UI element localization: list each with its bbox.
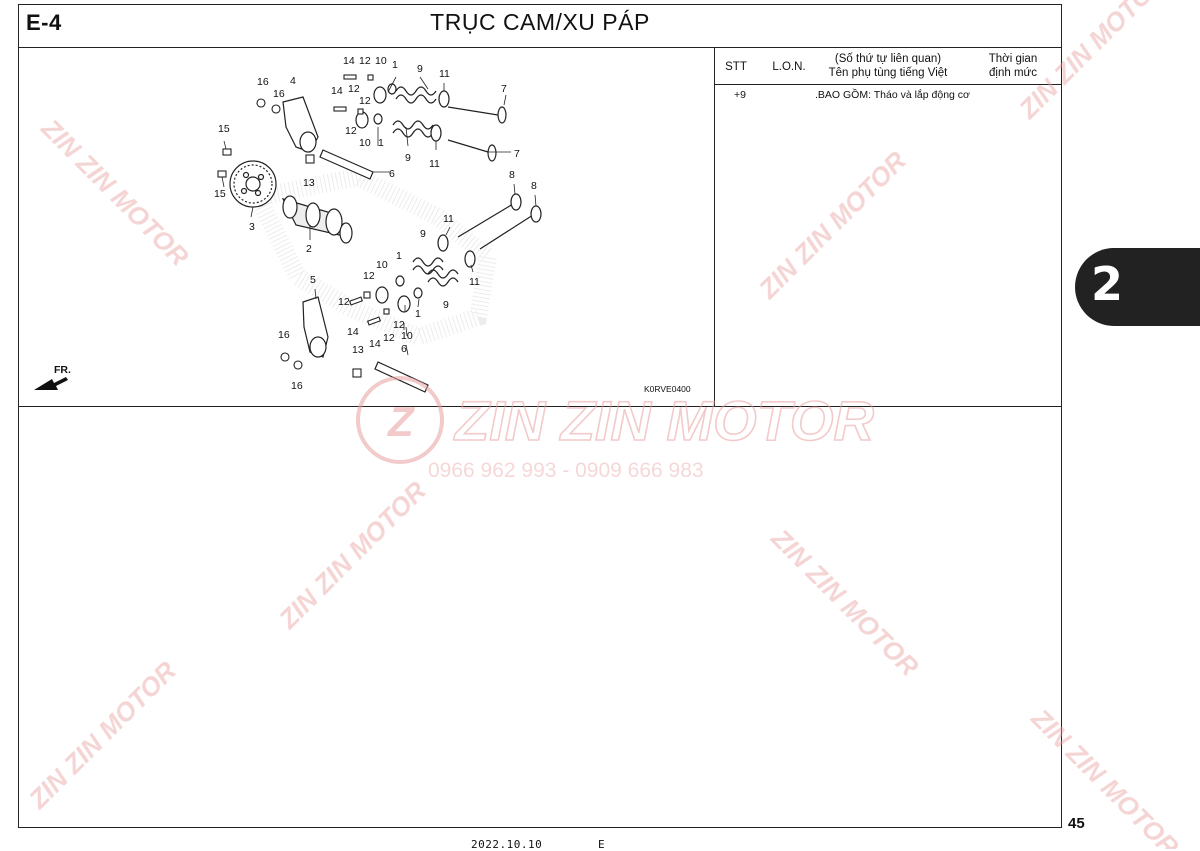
column-header-time-line2: định mức [989,67,1037,79]
callout-16: 16 [291,380,303,392]
chapter-tab-label: 2 [1091,257,1124,311]
column-header-lon: L.O.N. [772,61,806,73]
callout-10: 10 [401,330,413,342]
valves [447,106,542,250]
leader-lines [221,76,537,356]
rocker-arm-upper [282,96,319,153]
callout-12: 12 [338,296,350,308]
callout-9: 9 [405,152,411,164]
callout-numbers: 14 12 10 1 9 11 7 16 4 16 14 12 12 12 10… [214,55,691,394]
figure-code: K0RVE0400 [644,384,691,394]
bolts-nuts [217,74,390,378]
callout-12: 12 [359,55,371,67]
callout-1: 1 [378,137,384,149]
column-header-ref-line1: (Số thứ tự liên quan) [834,53,942,65]
exploded-view-drawing: FR. 14 12 10 1 9 11 7 16 4 16 14 12 12 1… [34,55,691,394]
callout-14: 14 [347,326,359,338]
parts-diagram: FR. 14 12 10 1 9 11 7 16 4 16 14 12 12 1… [18,47,715,407]
callout-5: 5 [310,274,316,286]
rocker-arm-lower [302,296,329,358]
callout-12: 12 [359,95,371,107]
front-marker-label: FR. [54,364,71,376]
callout-7: 7 [514,148,520,160]
retainers-seals [355,83,476,313]
callout-12: 12 [363,270,375,282]
callout-1: 1 [392,59,398,71]
camshaft [281,195,353,244]
diagram-table-divider [714,47,715,407]
callout-12: 12 [383,332,395,344]
front-direction-arrow: FR. [34,364,71,390]
page-number: 45 [1068,815,1085,832]
callout-11: 11 [469,276,480,288]
footer-letter: E [598,838,605,851]
callout-16: 16 [273,88,285,100]
callout-11: 11 [443,213,454,225]
cam-sprocket [229,160,277,208]
callout-14: 14 [343,55,355,67]
row-name: .BAO GỒM: Tháo và lắp động cơ [815,89,970,101]
section-code: E-4 [26,10,62,35]
callout-13: 13 [303,177,315,189]
page-title: TRỤC CAM/XU PÁP [430,9,650,35]
callout-9: 9 [417,63,423,75]
callout-3: 3 [249,221,255,233]
callout-14: 14 [369,338,381,350]
callout-11: 11 [429,158,440,170]
background-dot-pattern [244,167,498,347]
row-stt: +9 [734,89,746,101]
callout-15: 15 [218,123,230,135]
callout-16: 16 [278,329,290,341]
column-header-time-line1: Thời gian [988,53,1038,65]
chapter-tab: 2 [1075,248,1200,326]
header-rule [18,47,1062,48]
callout-1: 1 [396,250,402,262]
callout-6: 6 [401,343,407,355]
callout-6: 6 [389,168,395,180]
column-header-stt: STT [725,61,747,73]
callout-4: 4 [290,75,296,87]
valve-springs [392,86,459,287]
callout-16: 16 [257,76,269,88]
callout-7: 7 [501,83,507,95]
column-header-ref-line2: Tên phụ tùng tiếng Việt [828,67,948,79]
page-frame [18,4,1062,828]
footer-date: 2022.10.10 [471,838,543,851]
callout-10: 10 [359,137,371,149]
callout-9: 9 [420,228,426,240]
callout-2: 2 [306,243,312,255]
callout-12: 12 [345,125,357,137]
callout-10: 10 [375,55,387,67]
callout-11: 11 [439,68,450,80]
callout-12: 12 [348,83,360,95]
callout-12: 12 [393,319,405,331]
callout-8: 8 [509,169,515,181]
table-header-rule [714,84,1062,85]
callout-1: 1 [415,308,421,320]
callout-9: 9 [443,299,449,311]
section-rule [18,406,1062,407]
callout-8: 8 [531,180,537,192]
callout-15: 15 [214,188,226,200]
callout-10: 10 [376,259,388,271]
callout-13: 13 [352,344,364,356]
callout-14: 14 [331,85,343,97]
